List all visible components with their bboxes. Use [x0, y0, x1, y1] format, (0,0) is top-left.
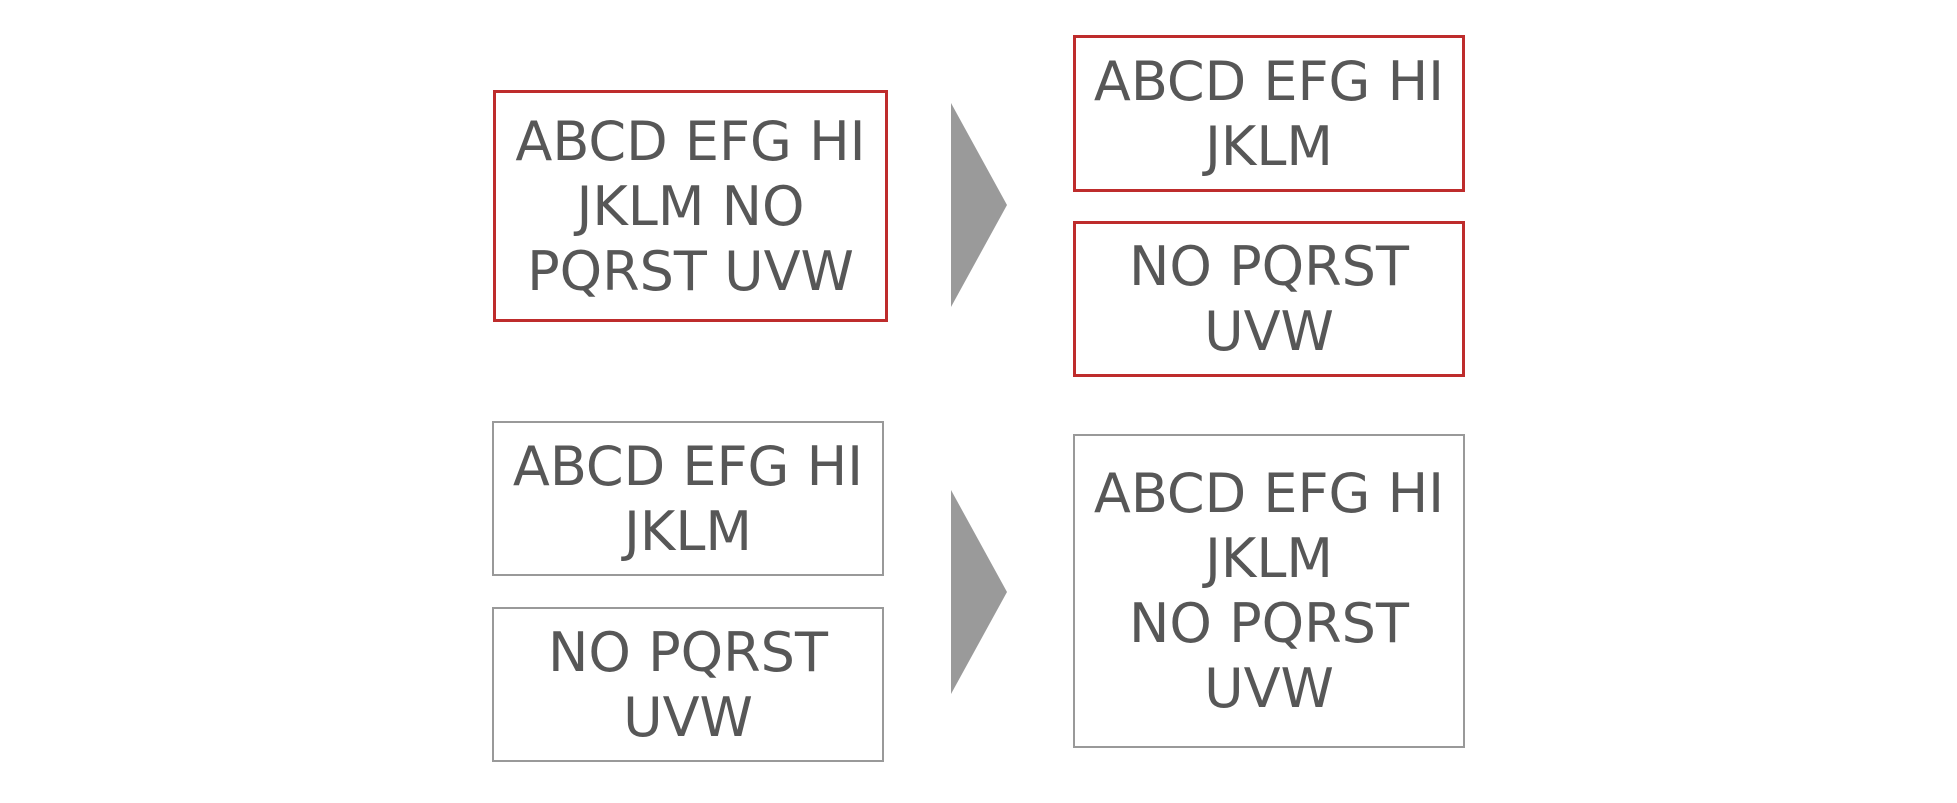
textbox-line: UVW	[623, 685, 753, 749]
merge-arrow-icon	[951, 490, 1007, 694]
merge-result-textbox: ABCD EFG HI JKLM NO PQRST UVW	[1073, 434, 1465, 748]
merge-source-textbox-2: NO PQRST UVW	[492, 607, 884, 762]
split-arrow-icon	[951, 103, 1007, 307]
textbox-line: ABCD EFG HI	[1093, 49, 1445, 113]
textbox-line: JKLM	[1204, 527, 1333, 590]
textbox-line: ABCD EFG HI	[515, 109, 866, 173]
merge-source-textbox-1: ABCD EFG HI JKLM	[492, 421, 884, 576]
textbox-line: JKLM	[1204, 114, 1333, 178]
textbox-line: NO PQRST	[1129, 235, 1409, 298]
textbox-line: UVW	[1204, 300, 1334, 363]
split-result-textbox-2: NO PQRST UVW	[1073, 221, 1465, 377]
split-result-textbox-1: ABCD EFG HI JKLM	[1073, 35, 1465, 192]
textbox-line: UVW	[1204, 657, 1334, 720]
textbox-line: ABCD EFG HI	[512, 434, 864, 498]
textbox-line: JKLM	[623, 499, 752, 563]
split-source-textbox: ABCD EFG HI JKLM NO PQRST UVW	[493, 90, 888, 322]
textbox-line: NO PQRST	[1129, 592, 1409, 655]
textbox-line: NO PQRST	[548, 620, 828, 684]
textbox-line: ABCD EFG HI	[1093, 462, 1445, 525]
textbox-line: JKLM NO	[576, 174, 805, 238]
textbox-line: PQRST UVW	[527, 239, 854, 303]
